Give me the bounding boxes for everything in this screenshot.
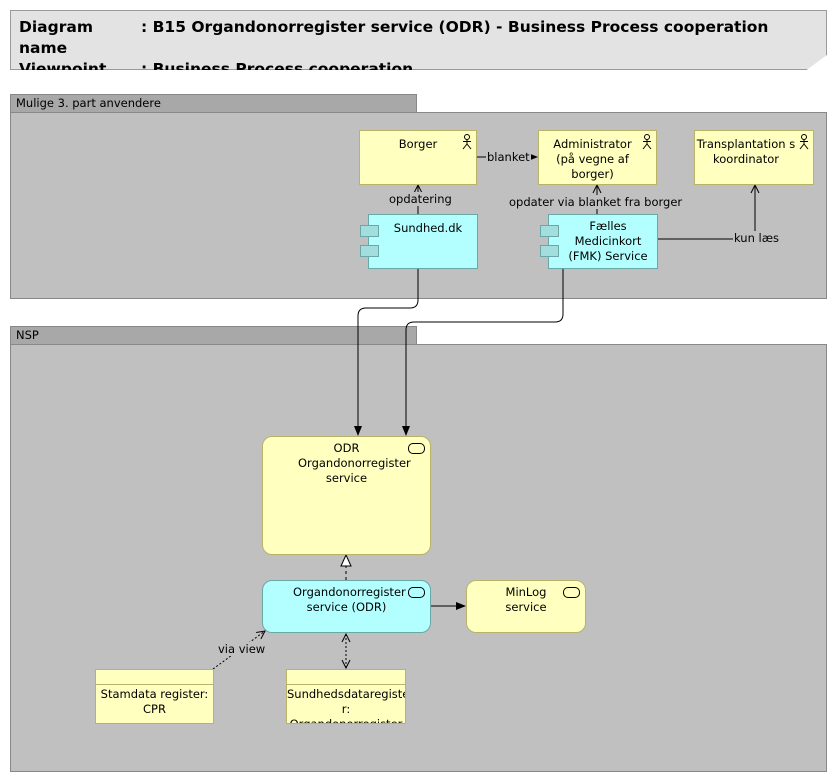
component-icon — [540, 225, 559, 237]
edge-label-opdatering: opdatering — [388, 192, 453, 206]
actor-administrator[interactable]: Administrator (på vegne af borger) — [538, 130, 657, 185]
actor-icon — [642, 134, 652, 150]
node-label: MinLog service — [505, 585, 547, 614]
edge-label-blanket: blanket — [486, 150, 531, 164]
edge-fmk-odr — [402, 268, 564, 436]
diagram-name-label: Diagram name — [19, 18, 93, 57]
data-object-stamdata[interactable]: Stamdata register: CPR — [95, 669, 214, 724]
service-icon — [563, 587, 580, 598]
node-label: Stamdata register: CPR — [100, 687, 209, 716]
node-label: Transplantation s koordinator — [696, 137, 796, 166]
node-label: Borger — [398, 137, 438, 151]
node-label: Sundhedsdataregiste r: Organdonorregiste… — [287, 687, 406, 724]
edge-label-via-view: via view — [217, 642, 267, 656]
node-label: Administrator (på vegne af borger) — [553, 137, 632, 181]
diagram-name: : B15 Organdonorregister service (ODR) -… — [141, 18, 769, 36]
edge-sundhed-odr — [354, 268, 419, 436]
service-minlog[interactable]: MinLog service — [466, 580, 586, 633]
service-odr[interactable]: ODR Organdonorregister service — [262, 436, 431, 555]
component-fmk[interactable]: Fælles Medicinkort (FMK) Service — [540, 214, 658, 269]
node-label: Organdonorregister service (ODR) — [293, 585, 406, 614]
node-label: Fælles Medicinkort (FMK) Service — [568, 219, 648, 263]
viewpoint: : Business Process cooperation — [141, 60, 414, 78]
edge-label-opdater-via: opdater via blanket fra borger — [508, 195, 684, 209]
data-object-sundhedsdataregister[interactable]: Sundhedsdataregiste r: Organdonorregiste… — [286, 669, 406, 724]
component-icon — [540, 245, 559, 257]
service-icon — [408, 587, 425, 598]
actor-borger[interactable]: Borger — [359, 130, 477, 185]
service-icon — [408, 443, 425, 454]
service-organdonorregister-odr[interactable]: Organdonorregister service (ODR) — [262, 580, 431, 633]
data-object-header — [287, 670, 405, 685]
diagram-header: Diagram name : B15 Organdonorregister ser… — [10, 10, 827, 70]
viewpoint-label: Viewpoint — [19, 60, 107, 78]
actor-icon — [462, 134, 472, 150]
component-icon — [360, 245, 379, 257]
actor-transplantation-koordinator[interactable]: Transplantation s koordinator — [694, 130, 814, 185]
component-sundhed-dk[interactable]: Sundhed.dk — [360, 214, 478, 269]
edge-label-kun-laes: kun læs — [733, 231, 781, 245]
node-label: ODR Organdonorregister service — [298, 441, 411, 485]
actor-icon — [799, 134, 809, 150]
component-icon — [360, 225, 379, 237]
data-object-header — [96, 670, 213, 685]
node-label: Sundhed.dk — [393, 221, 463, 235]
